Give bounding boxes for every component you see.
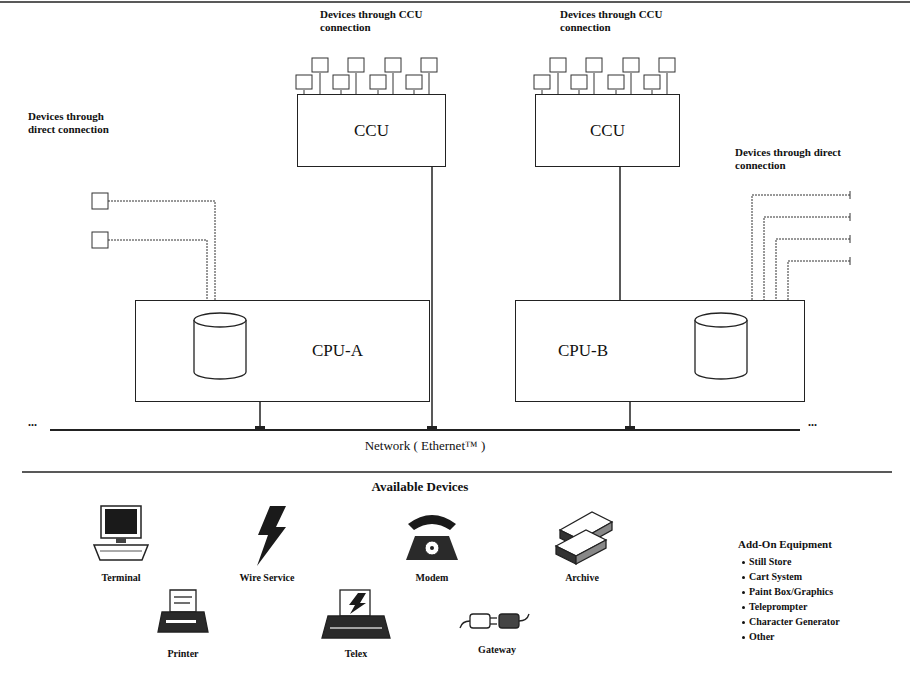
continuation-dots: ...: [808, 416, 828, 430]
lightning-icon: [257, 506, 286, 566]
bullet-dot: [742, 636, 745, 639]
bullet-dot: [742, 576, 745, 579]
connector-line: [619, 167, 621, 300]
list-item: Cart System: [749, 571, 899, 583]
group-label: Devices through CCU connection: [320, 8, 438, 33]
archive-icon: [556, 512, 612, 564]
list-item: Paint Box/Graphics: [749, 586, 899, 598]
device-label: Wire Service: [222, 572, 312, 584]
group-label: Devices through direct connection: [28, 110, 132, 135]
node-label: CCU: [354, 121, 389, 141]
direct-devices-right: [752, 191, 850, 300]
section-heading: Available Devices: [320, 480, 520, 495]
cpu-box: CPU-B: [515, 300, 805, 402]
top-rule: [0, 1, 910, 3]
disk-cylinder: [194, 313, 747, 379]
ccu-box: CCU: [297, 94, 446, 167]
connector-line: [259, 402, 261, 429]
connector-line: [431, 167, 433, 429]
ccu-box: CCU: [535, 94, 680, 167]
continuation-dots: ...: [28, 416, 48, 430]
list-item: Character Generator: [749, 616, 899, 628]
section-rule: [22, 471, 892, 473]
list-item: Still Store: [749, 556, 899, 568]
telex-icon: [322, 590, 390, 638]
list-heading: Add-On Equipment: [738, 538, 888, 551]
modem-icon: [406, 515, 458, 560]
device-label: Telex: [316, 648, 396, 660]
terminal-icon: [94, 506, 148, 560]
printer-icon: [158, 590, 208, 632]
cpu-box: CPU-A: [135, 300, 430, 402]
ccu-devices-right: [534, 58, 675, 94]
device-label: Terminal: [78, 572, 164, 584]
list-item: Teleprompter: [749, 601, 899, 613]
network-bus: Network ( Ethernet™ ): [50, 429, 800, 461]
device-label: Archive: [542, 572, 622, 584]
device-label: Gateway: [457, 644, 537, 656]
group-label: Devices through direct connection: [735, 146, 847, 171]
bullet-dot: [742, 591, 745, 594]
device-label: Modem: [392, 572, 472, 584]
network-label: Network ( Ethernet™ ): [365, 438, 486, 454]
device-label: Printer: [143, 648, 223, 660]
bullet-dot: [742, 561, 745, 564]
node-label: CPU-B: [558, 341, 608, 361]
list-item: Other: [749, 631, 899, 643]
connector-line: [629, 402, 631, 429]
direct-devices-left: [92, 193, 215, 300]
group-label: Devices through CCU connection: [560, 8, 678, 33]
node-label: CPU-A: [312, 341, 363, 361]
gateway-icon: [460, 614, 529, 628]
node-label: CCU: [590, 121, 625, 141]
bullet-dot: [742, 621, 745, 624]
ccu-devices-left: [296, 58, 437, 94]
bullet-dot: [742, 606, 745, 609]
